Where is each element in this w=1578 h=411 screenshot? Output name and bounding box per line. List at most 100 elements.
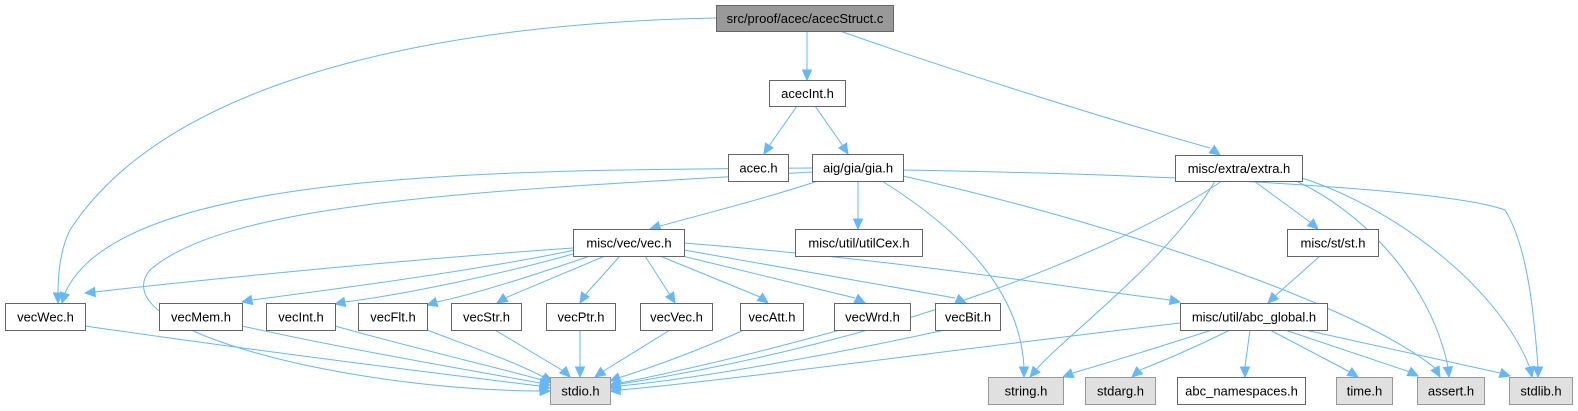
node-root[interactable]: src/proof/acec/acecStruct.c [716, 5, 894, 32]
node-label: vecAtt.h [749, 310, 796, 325]
arrowhead-icon [558, 365, 571, 378]
node-vecBit[interactable]: vecBit.h [935, 303, 1001, 331]
node-vecWec[interactable]: vecWec.h [5, 303, 86, 331]
node-gia[interactable]: aig/gia/gia.h [812, 154, 904, 182]
node-box [1175, 155, 1303, 182]
node-box [728, 154, 789, 182]
edge-vec-to-vecWrd [673, 253, 867, 304]
node-box [795, 229, 923, 257]
edge-line [683, 242, 1171, 301]
node-label: vecWrd.h [845, 310, 900, 325]
node-abc-namespaces[interactable]: abc_namespaces.h [1177, 377, 1306, 405]
edge-line [619, 329, 841, 384]
arrowhead-icon [594, 366, 607, 378]
arrowhead-icon [425, 296, 439, 308]
edge-gia-to-vecWec [59, 167, 813, 305]
node-vecMem[interactable]: vecMem.h [159, 303, 243, 331]
node-label: vecPtr.h [558, 310, 605, 325]
edge-line [584, 255, 621, 296]
arrowhead-icon [1168, 294, 1182, 306]
edge-line [1139, 329, 1231, 371]
node-label: misc/extra/extra.h [1188, 161, 1291, 176]
node-label: vecWec.h [17, 310, 74, 325]
node-box [266, 303, 336, 331]
edge-vec-to-vecMem [240, 249, 576, 306]
node-vecFlt[interactable]: vecFlt.h [358, 303, 428, 331]
node-abc-global[interactable]: misc/util/abc_global.h [1180, 303, 1328, 331]
node-vecVec[interactable]: vecVec.h [640, 303, 713, 331]
node-box [935, 303, 1001, 331]
arrowhead-icon [574, 366, 586, 379]
node-label: aig/gia/gia.h [823, 161, 893, 176]
edge-line [673, 253, 856, 299]
edge-acecInt-to-gia [814, 105, 849, 156]
edge-abc_global-to-stdarg [1131, 329, 1231, 378]
edge-line [1072, 329, 1213, 374]
arrowhead-icon [756, 292, 769, 304]
edge-vecPtr-to-stdio [574, 330, 586, 379]
node-vecInt[interactable]: vecInt.h [266, 303, 336, 331]
arrowhead-icon [1346, 366, 1360, 378]
node-box [640, 303, 713, 331]
node-utilCex[interactable]: misc/util/utilCex.h [795, 229, 923, 257]
edge-line [1284, 329, 1411, 373]
edge-vec-to-vecAtt [659, 255, 769, 304]
edge-line [1295, 180, 1449, 368]
node-acec[interactable]: acec.h [728, 154, 789, 182]
edge-line [94, 247, 574, 293]
node-vecWrd[interactable]: vecWrd.h [834, 303, 911, 331]
arrowhead-icon [333, 296, 347, 308]
node-extra[interactable]: misc/extra/extra.h [1175, 155, 1303, 182]
edge-extra-to-stdlib [1301, 177, 1535, 379]
arrowhead-icon [579, 291, 591, 305]
edge-line [64, 167, 813, 294]
node-box [159, 303, 243, 331]
node-vec[interactable]: misc/vec/vec.h [573, 229, 685, 257]
edge-gia-to-string [881, 180, 1030, 379]
arrowhead-icon [853, 293, 867, 304]
arrowhead-icon [608, 384, 621, 396]
edge-line [1269, 329, 1351, 373]
edge-vec-to-vecInt [333, 251, 581, 308]
nodes-layer: src/proof/acec/acecStruct.c acecInt.h acec… [5, 5, 1573, 405]
node-box [1417, 377, 1485, 405]
node-acecInt[interactable]: acecInt.h [769, 80, 846, 107]
node-box [1085, 377, 1156, 405]
node-box [812, 154, 904, 182]
edge-vec-to-vecVec [644, 255, 676, 305]
edges-layer [52, 17, 1544, 397]
arrowhead-icon [1406, 366, 1420, 377]
arrowhead-icon [1208, 144, 1221, 156]
node-box [573, 229, 685, 257]
edge-acecInt-to-acec [763, 105, 798, 156]
arrowhead-icon [59, 291, 71, 305]
edge-vecVec-to-stdio [594, 329, 671, 378]
edge-line [84, 325, 541, 387]
arrowhead-icon [1498, 367, 1512, 379]
edge-line [1244, 329, 1251, 368]
arrowhead-icon [1532, 366, 1544, 379]
node-vecPtr[interactable]: vecPtr.h [546, 303, 616, 331]
node-st[interactable]: misc/st/st.h [1287, 229, 1379, 257]
edge-line [881, 180, 1025, 368]
node-vecStr[interactable]: vecStr.h [451, 303, 522, 331]
edge-line [426, 329, 546, 379]
edge-line [644, 255, 671, 296]
edge-line [902, 175, 1436, 369]
arrowhead-icon [83, 286, 96, 298]
node-box [769, 80, 846, 107]
node-label: misc/util/utilCex.h [808, 236, 909, 251]
node-box [546, 303, 616, 331]
node-label: vecStr.h [463, 310, 510, 325]
edge-gia-to-stdlib [902, 169, 1544, 379]
edge-root-to-acecInt [801, 31, 813, 82]
node-label: src/proof/acec/acecStruct.c [727, 11, 884, 26]
edge-gia-to-assert [902, 175, 1441, 379]
arrowhead-icon [954, 293, 968, 304]
edge-line [334, 325, 543, 381]
edge-line [617, 329, 745, 379]
node-assert: assert.h [1417, 377, 1485, 405]
edge-st-to-abc_global [1267, 255, 1321, 304]
node-vecAtt[interactable]: vecAtt.h [740, 303, 804, 331]
node-label: stdio.h [561, 384, 599, 399]
